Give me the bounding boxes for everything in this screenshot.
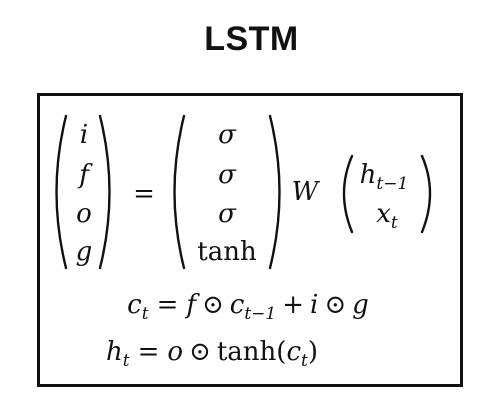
lhs-vector: i f o g [55, 114, 111, 270]
act-left-paren [173, 114, 186, 270]
gate-f: f [77, 160, 93, 190]
activation-tanh: tanh [197, 237, 257, 267]
gate-g: g [76, 237, 93, 267]
activation-vector: σ σ σ tanh [173, 114, 281, 270]
input-right-paren [420, 154, 432, 234]
hidden-state-equation: ht=o⊙tanh(ct) [106, 337, 318, 371]
act-right-paren [268, 114, 281, 270]
input-vector: ht−1 xt [342, 154, 432, 234]
lhs-left-paren [55, 114, 68, 270]
input-x-t: xt [376, 199, 398, 233]
gate-o: o [76, 199, 92, 229]
equation-box [37, 93, 463, 387]
input-h-prev: ht−1 [360, 160, 409, 194]
input-left-paren [342, 154, 354, 234]
weight-matrix-symbol: W [292, 177, 321, 207]
lhs-right-paren [98, 114, 111, 270]
equals-sign: = [133, 179, 155, 209]
diagram-title: LSTM [204, 20, 299, 58]
gate-i: i [80, 120, 88, 150]
activation-sigma-2: σ [218, 160, 237, 190]
cell-state-equation: ct=f⊙ct−1+i⊙g [127, 290, 369, 324]
activation-sigma-1: σ [218, 120, 237, 150]
activation-sigma-3: σ [218, 199, 237, 229]
